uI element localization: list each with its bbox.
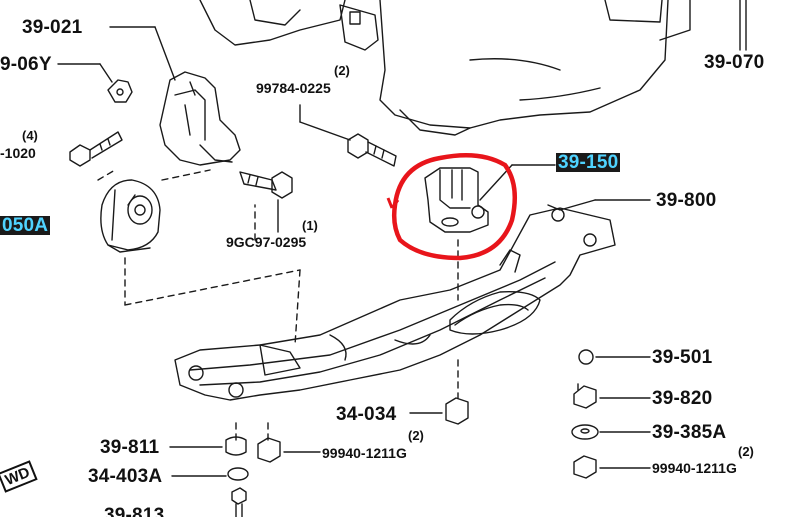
cap-39-501 <box>578 349 651 365</box>
label-39-813[interactable]: 39-813 <box>104 505 165 517</box>
label-34-034[interactable]: 34-034 <box>336 404 397 425</box>
mount-bracket-39-021 <box>159 71 241 166</box>
washer-34-403a <box>171 467 249 481</box>
bushing-39-811 <box>169 436 247 456</box>
label-qty-2-right: (2) <box>738 444 754 459</box>
nut-99940-right <box>573 455 651 479</box>
label-99784-0225[interactable]: 99784-0225 <box>256 80 331 96</box>
engine-mount-39-050a <box>100 179 161 253</box>
label-qty-4: (4) <box>22 128 38 143</box>
bolt-99784-0225 <box>299 104 397 167</box>
label-39-050a[interactable]: 050A <box>0 215 51 236</box>
label-39-150[interactable]: 39-150 <box>556 152 621 173</box>
label-39-820[interactable]: 39-820 <box>652 388 713 409</box>
label-39-501[interactable]: 39-501 <box>652 347 713 368</box>
label-34-403a[interactable]: 34-403A <box>88 466 163 487</box>
label-99940-1211g-bottom[interactable]: 99940-1211G <box>322 445 407 461</box>
label-39-385a[interactable]: 39-385A <box>652 422 727 443</box>
label-39-070[interactable]: 39-070 <box>704 52 765 73</box>
washer-39-385a <box>571 424 651 440</box>
nut-39-820 <box>573 383 651 409</box>
label-qty-1: (1) <box>302 218 318 233</box>
highlight-circle <box>391 152 518 261</box>
label-39-021[interactable]: 39-021 <box>22 17 83 38</box>
crossmember-39-800 <box>174 199 651 401</box>
label-39-811[interactable]: 39-811 <box>100 437 160 458</box>
label-qty-2-bottom: (2) <box>408 428 424 443</box>
bolt-39-813 <box>231 487 247 517</box>
label-qty-2-top: (2) <box>334 63 350 78</box>
label-1020[interactable]: -1020 <box>0 145 36 161</box>
label-39-800[interactable]: 39-800 <box>656 190 717 211</box>
transmission-case-outline <box>199 0 691 136</box>
bolt-9gc97-0295 <box>239 171 293 233</box>
label-9gc97-0295[interactable]: 9GC97-0295 <box>226 234 307 250</box>
clip-39-06y <box>57 63 133 103</box>
label-39-06y[interactable]: 9-06Y <box>0 54 52 75</box>
nut-99940-bottom <box>257 437 321 463</box>
mount-bracket-39-150 <box>424 164 556 233</box>
label-99940-1211g-right[interactable]: 99940-1211G <box>652 460 737 476</box>
nut-34-034 <box>409 397 469 425</box>
bolt-1020 <box>69 131 123 167</box>
